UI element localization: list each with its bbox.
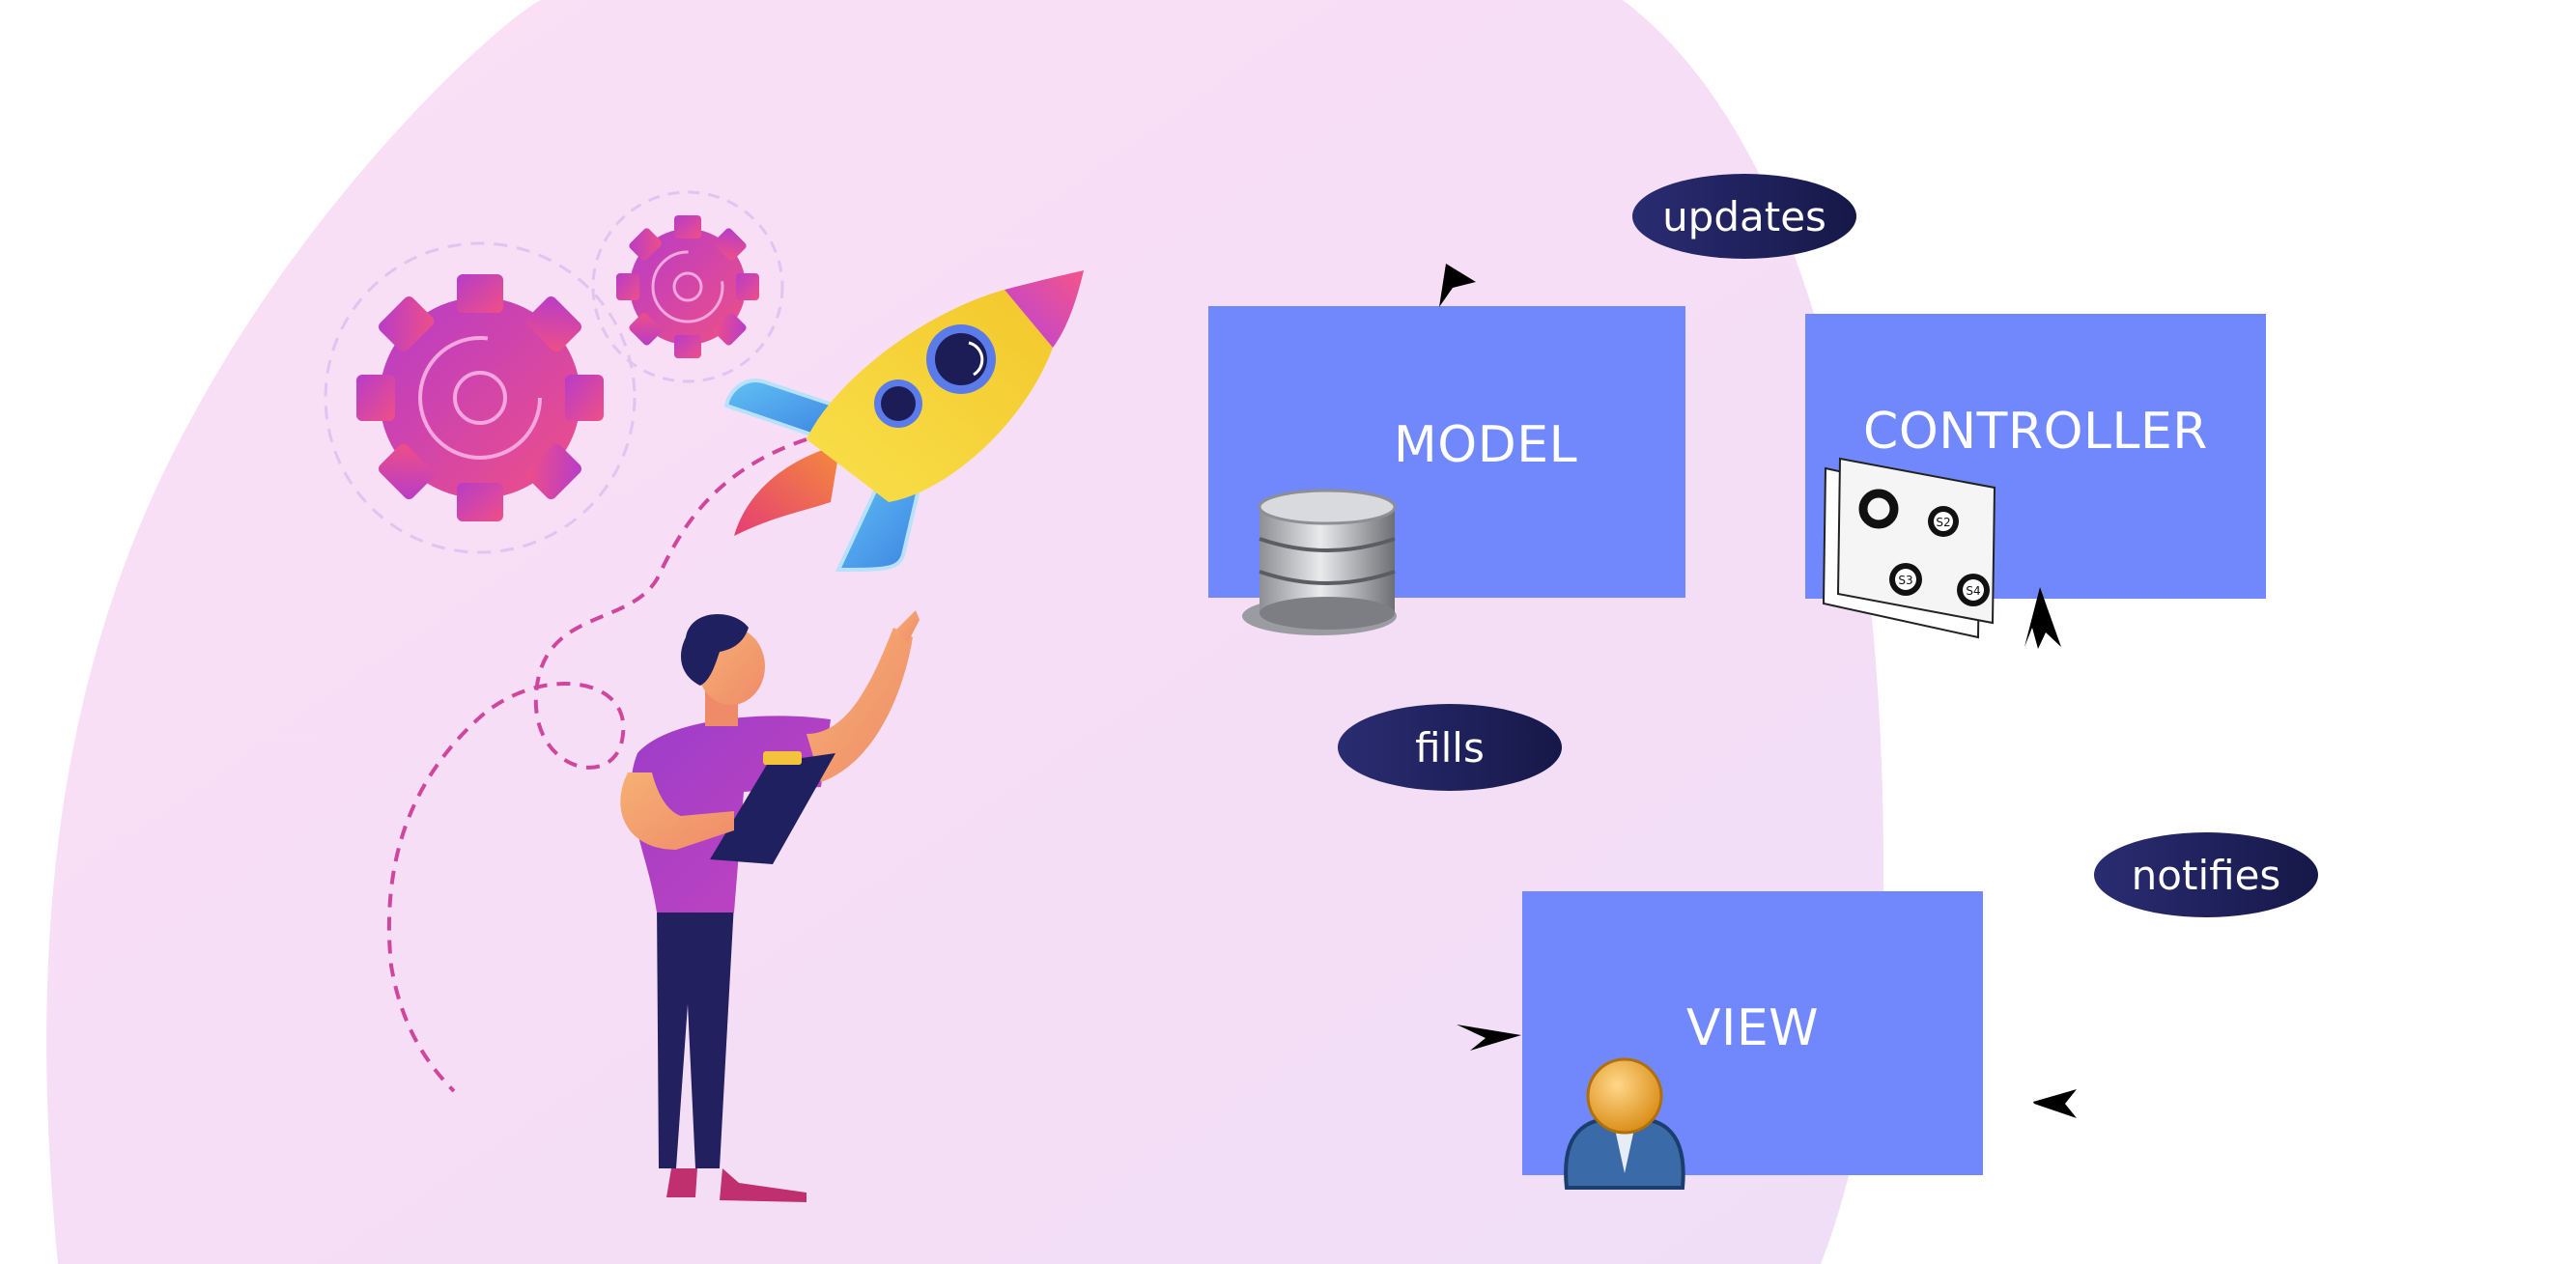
controller-box: CONTROLLER xyxy=(1805,314,2266,599)
controller-label: CONTROLLER xyxy=(1863,403,2208,461)
edge-label-notifies: notifies xyxy=(2094,832,2318,917)
person-icon xyxy=(620,610,920,1202)
updates-text: updates xyxy=(1662,193,1826,240)
gear-icon xyxy=(326,243,635,552)
notifies-text: notifies xyxy=(2132,852,2281,899)
view-box: VIEW xyxy=(1522,891,1983,1175)
view-label: VIEW xyxy=(1686,999,1819,1057)
model-label: MODEL xyxy=(1394,416,1577,474)
gear-icon xyxy=(593,192,782,381)
model-box: MODEL xyxy=(1208,306,1685,598)
edge-label-updates: updates xyxy=(1632,174,1856,259)
rocket-icon xyxy=(726,270,1084,570)
fills-text: fills xyxy=(1415,724,1485,772)
edge-label-fills: fills xyxy=(1338,704,1562,791)
